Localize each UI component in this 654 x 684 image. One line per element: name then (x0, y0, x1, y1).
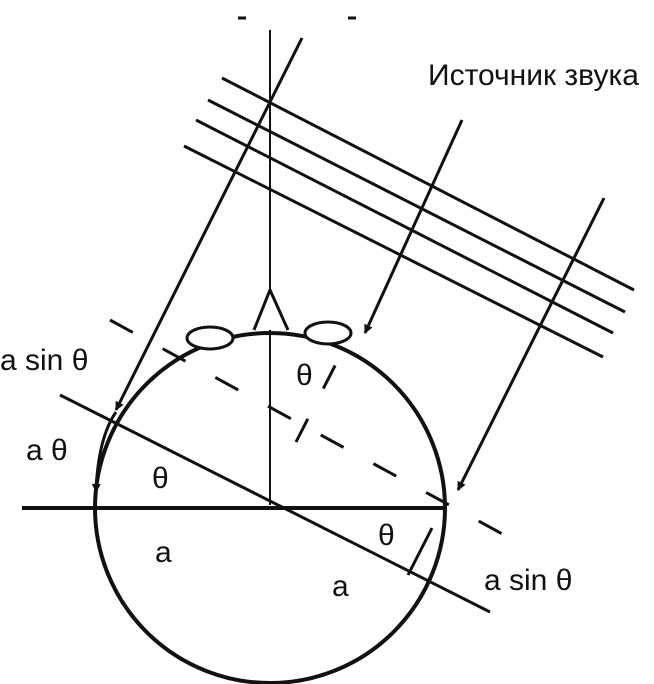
label-theta-top: θ (296, 359, 313, 392)
nose-shape (252, 286, 290, 331)
wavefront-line-1 (221, 76, 635, 292)
wavefronts (183, 76, 635, 359)
label-theta-right: θ (378, 519, 395, 552)
dashed-guides (109, 318, 529, 550)
right-angle-tick (406, 527, 434, 576)
ear-right (303, 320, 353, 346)
tilted-diameter (59, 393, 491, 614)
ray-middle (363, 119, 464, 334)
dashed-guide-1 (109, 318, 529, 550)
dashed-guide-2 (294, 351, 344, 443)
label-a-left: a (155, 536, 172, 569)
arc-a-theta (91, 411, 118, 493)
wavefront-line-3 (195, 118, 614, 335)
wavefront-line-2 (207, 98, 626, 314)
ray-right (456, 197, 606, 491)
ray-left (114, 37, 304, 411)
wavefront-line-4 (183, 144, 604, 359)
rays (91, 37, 606, 493)
label-sound-source: Источник звука (428, 59, 639, 92)
label-a-theta: a θ (26, 434, 68, 467)
ear-left (185, 325, 235, 351)
label-a-sin-theta-left: a sin θ (0, 344, 88, 377)
label-a-sin-theta-right: a sin θ (484, 564, 572, 597)
label-theta-left: θ (152, 462, 169, 495)
label-a-right: a (332, 570, 349, 603)
